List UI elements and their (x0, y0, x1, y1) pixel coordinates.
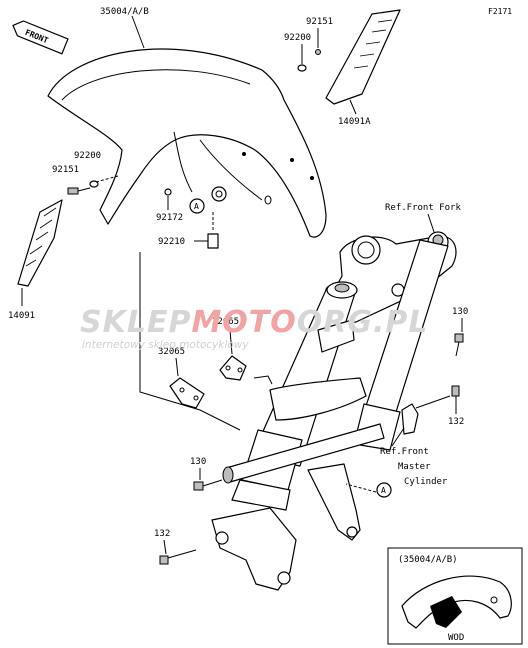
bracket-lower[interactable] (169, 377, 205, 409)
fender-inset-icon (401, 575, 512, 629)
bolt-right-lower-part-number[interactable]: 132 (448, 417, 464, 427)
bolt-icon[interactable] (159, 549, 197, 565)
washer-left-part-number[interactable]: 92200 (74, 151, 101, 161)
bolt-icon[interactable] (67, 187, 91, 195)
bracket-lower-part-number[interactable]: 32065 (158, 347, 185, 357)
ref-front-fork[interactable]: Ref.Front Fork (385, 203, 461, 213)
bolt-right-part-number[interactable]: 130 (452, 307, 468, 317)
washer-icon[interactable] (89, 180, 99, 188)
svg-text:A: A (381, 486, 386, 495)
bolt-left-part-number[interactable]: 92151 (52, 165, 79, 175)
lower-triple-clamp[interactable] (269, 319, 367, 421)
inset-caption: WOD (448, 633, 464, 643)
bolt-icon[interactable] (415, 385, 460, 409)
fork-lower-leg[interactable] (211, 463, 361, 591)
ref-master-cylinder-line3[interactable]: Cylinder (404, 477, 448, 487)
bracket-upper-part-number[interactable]: 32065 (212, 317, 239, 327)
washer-icon[interactable] (297, 64, 307, 72)
nut-clip-part-number[interactable]: 92210 (158, 237, 185, 247)
front-axle[interactable] (222, 423, 385, 484)
ref-master-cylinder-line1[interactable]: Ref.Front (380, 447, 429, 457)
svg-text:internetowy sklep motocyklowy: internetowy sklep motocyklowy (82, 339, 249, 351)
bolt-left-lower-part-number[interactable]: 130 (190, 457, 206, 467)
fender-part-number[interactable]: 35004/A/B (100, 7, 149, 17)
cover-right-part-number[interactable]: 14091A (338, 117, 371, 127)
ref-master-cylinder-line2[interactable]: Master (398, 462, 431, 472)
cover-left-part-number[interactable]: 14091 (8, 311, 35, 321)
bolt-icon[interactable] (454, 333, 464, 357)
watermark: SKLEPMOTOORG.PL internetowy sklep motocy… (80, 305, 429, 351)
bolt-icon[interactable] (315, 49, 321, 55)
master-cylinder-bracket[interactable] (401, 403, 419, 435)
washer-top-part-number[interactable]: 92200 (284, 33, 311, 43)
front-arrow-icon: FRONT (12, 20, 69, 55)
nut-clip-icon[interactable] (207, 233, 219, 249)
collar-part-number[interactable]: 92172 (156, 213, 183, 223)
svg-text:A: A (194, 202, 199, 211)
svg-text:SKLEPMOTOORG.PL: SKLEPMOTOORG.PL (80, 305, 429, 340)
fender-cover-right[interactable] (325, 9, 401, 105)
inset-title: (35004/A/B) (398, 555, 458, 565)
inset-box: (35004/A/B) WOD (387, 547, 523, 645)
bolt-bottom-part-number[interactable]: 132 (154, 529, 170, 539)
callout-a-lower (376, 482, 392, 498)
callout-a-upper (189, 198, 205, 214)
collar-icon[interactable] (164, 188, 172, 196)
diagram-code: F2171 (488, 7, 512, 16)
front-fender[interactable] (47, 48, 327, 238)
fender-cover-left[interactable] (17, 199, 63, 287)
bolt-icon[interactable] (193, 479, 223, 491)
bracket-upper[interactable] (219, 355, 247, 381)
bolt-top-part-number[interactable]: 92151 (306, 17, 333, 27)
